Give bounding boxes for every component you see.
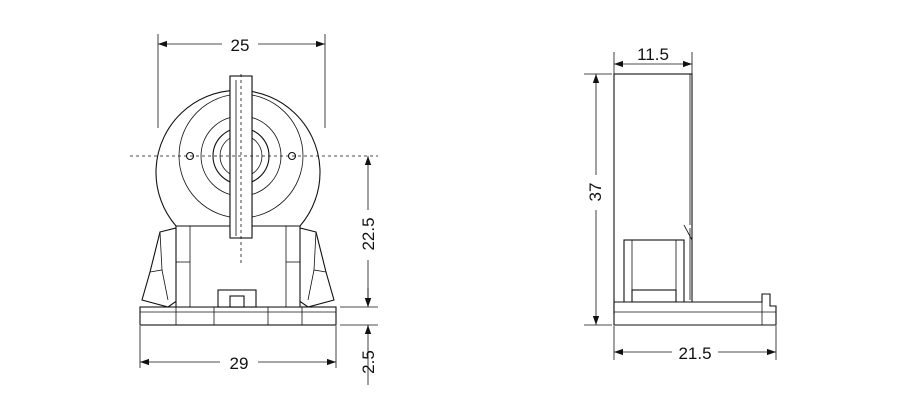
front-right-clip [297, 227, 335, 308]
dim-top-depth-label: 11.5 [637, 45, 669, 64]
dim-base-thickness-label: 2.5 [359, 350, 378, 374]
dim-base-depth: 21.5 [613, 326, 777, 363]
dim-center-height-label: 22.5 [359, 217, 378, 250]
side-base-foot [613, 293, 777, 326]
side-view: 11.5 37 21.5 [584, 45, 777, 363]
front-left-clip [141, 227, 179, 308]
dim-base-thickness: 2.5 [340, 288, 378, 385]
front-round-head [155, 75, 321, 239]
dim-total-height-label: 37 [586, 183, 605, 202]
front-view: 25 29 22.5 2.5 [130, 34, 378, 385]
dim-top-width-label: 25 [231, 36, 250, 55]
dim-top-width: 25 [157, 34, 326, 128]
dim-base-depth-label: 21.5 [678, 344, 711, 363]
dim-top-depth: 11.5 [613, 45, 693, 74]
dim-total-height: 37 [584, 73, 612, 326]
front-body [175, 222, 301, 308]
front-base-plate [139, 306, 337, 326]
dim-base-width-label: 29 [230, 354, 249, 373]
dim-base-width: 29 [139, 326, 337, 373]
dim-center-height: 22.5 [340, 156, 378, 308]
front-connector-tab [217, 289, 257, 308]
